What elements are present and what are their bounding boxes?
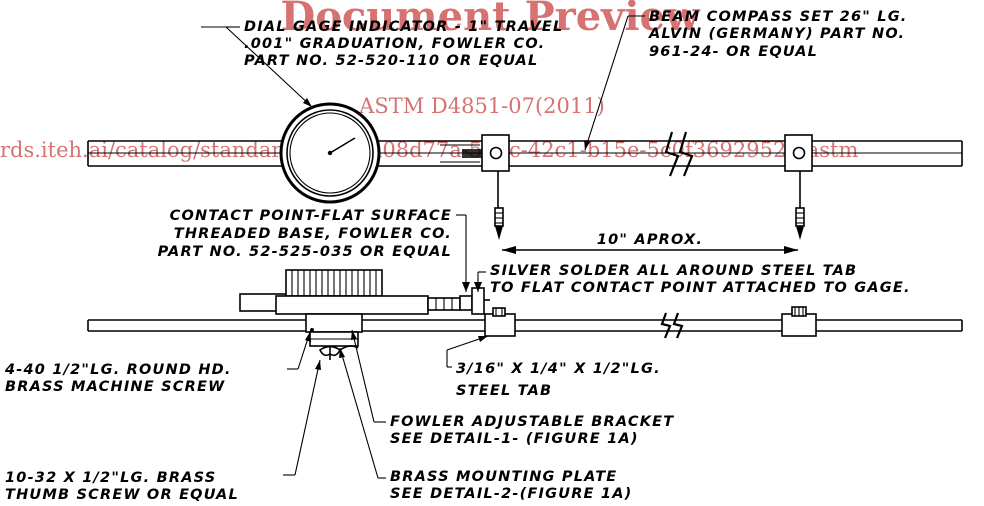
beam-compass-label-line-3: 961-24- OR EQUAL	[649, 44, 818, 60]
dial-gage-label-line-3: PART NO. 52-520-110 OR EQUAL	[244, 53, 538, 69]
callout-machine-screw: 4-40 1/2"LG. ROUND HD. BRASS MACHINE SCR…	[4, 362, 232, 395]
compass-head-right	[784, 134, 813, 240]
side-beam-bar	[87, 312, 963, 339]
top-beam-bar	[87, 131, 963, 177]
mounting-plate-label-line-2: SEE DETAIL-2-(FIGURE 1A)	[390, 486, 632, 502]
compass-head-left	[481, 134, 510, 240]
bracket-label-line-2: SEE DETAIL-1- (FIGURE 1A)	[390, 431, 639, 447]
dial-gage-side	[239, 269, 490, 315]
beam-compass-label-line-2: ALVIN (GERMANY) PART NO.	[648, 26, 905, 42]
callout-contact-point: CONTACT POINT-FLAT SURFACE THREADED BASE…	[158, 208, 452, 260]
beam-compass-label-line-1: BEAM COMPASS SET 26" LG.	[649, 9, 908, 25]
dimension-line	[502, 246, 798, 254]
thumb-screw-label-line-2: THUMB SCREW OR EQUAL	[5, 487, 239, 503]
contact-point-label-line-2: THREADED BASE, FOWLER CO.	[174, 226, 452, 242]
callout-dial-gage: DIAL GAGE INDICATOR - 1" TRAVEL .001" GR…	[244, 19, 563, 69]
watermark-standard: ASTM D4851-07(2011)	[358, 94, 605, 118]
dial-gage-face	[279, 102, 381, 204]
machine-screw-label-line-2: BRASS MACHINE SCREW	[5, 379, 225, 395]
dial-gage-label-line-1: DIAL GAGE INDICATOR - 1" TRAVEL	[244, 19, 563, 35]
watermark-title: Document Preview	[281, 0, 702, 40]
top-beam-assembly	[87, 102, 963, 254]
silver-solder-label-line-1: SILVER SOLDER ALL AROUND STEEL TAB	[490, 263, 857, 279]
mounting-plate-label-line-1: BRASS MOUNTING PLATE	[390, 469, 617, 485]
contact-point-label-line-3: PART NO. 52-525-035 OR EQUAL	[158, 244, 452, 260]
steel-tab-block	[484, 307, 516, 337]
dial-gage-label-line-2: .001" GRADUATION, FOWLER CO.	[244, 36, 545, 52]
steel-tab-label-line-1: 3/16" X 1/4" X 1/2"LG.	[456, 361, 661, 377]
silver-solder-label-line-2: TO FLAT CONTACT POINT ATTACHED TO GAGE.	[490, 280, 911, 296]
callout-mounting-plate: BRASS MOUNTING PLATE SEE DETAIL-2-(FIGUR…	[390, 469, 632, 502]
mounting-bracket	[305, 313, 363, 360]
bracket-label-line-1: FOWLER ADJUSTABLE BRACKET	[390, 414, 674, 430]
callout-bracket: FOWLER ADJUSTABLE BRACKET SEE DETAIL-1- …	[390, 414, 674, 447]
watermark-url: rds.iteh.ai/catalog/standards/sist/7a08d…	[0, 138, 858, 162]
callout-silver-solder: SILVER SOLDER ALL AROUND STEEL TAB TO FL…	[490, 263, 911, 296]
watermark: Document Preview ASTM D4851-07(2011) rds…	[0, 0, 858, 162]
contact-point-label-line-1: CONTACT POINT-FLAT SURFACE	[170, 208, 452, 224]
side-view-assembly	[87, 269, 963, 360]
callout-beam-compass: BEAM COMPASS SET 26" LG. ALVIN (GERMANY)…	[648, 9, 908, 60]
right-clamp-block	[781, 306, 817, 337]
dial-knurl	[291, 270, 377, 296]
steel-tab-label-line-2: STEEL TAB	[456, 383, 552, 399]
dimension-label: 10" APROX.	[597, 232, 703, 248]
leader-lines	[201, 15, 645, 479]
callout-thumb-screw: 10-32 X 1/2"LG. BRASS THUMB SCREW OR EQU…	[5, 470, 239, 503]
machine-screw-label-line-1: 4-40 1/2"LG. ROUND HD.	[4, 362, 232, 378]
callout-steel-tab: 3/16" X 1/4" X 1/2"LG. STEEL TAB	[456, 361, 661, 399]
thumb-screw-label-line-1: 10-32 X 1/2"LG. BRASS	[5, 470, 216, 486]
